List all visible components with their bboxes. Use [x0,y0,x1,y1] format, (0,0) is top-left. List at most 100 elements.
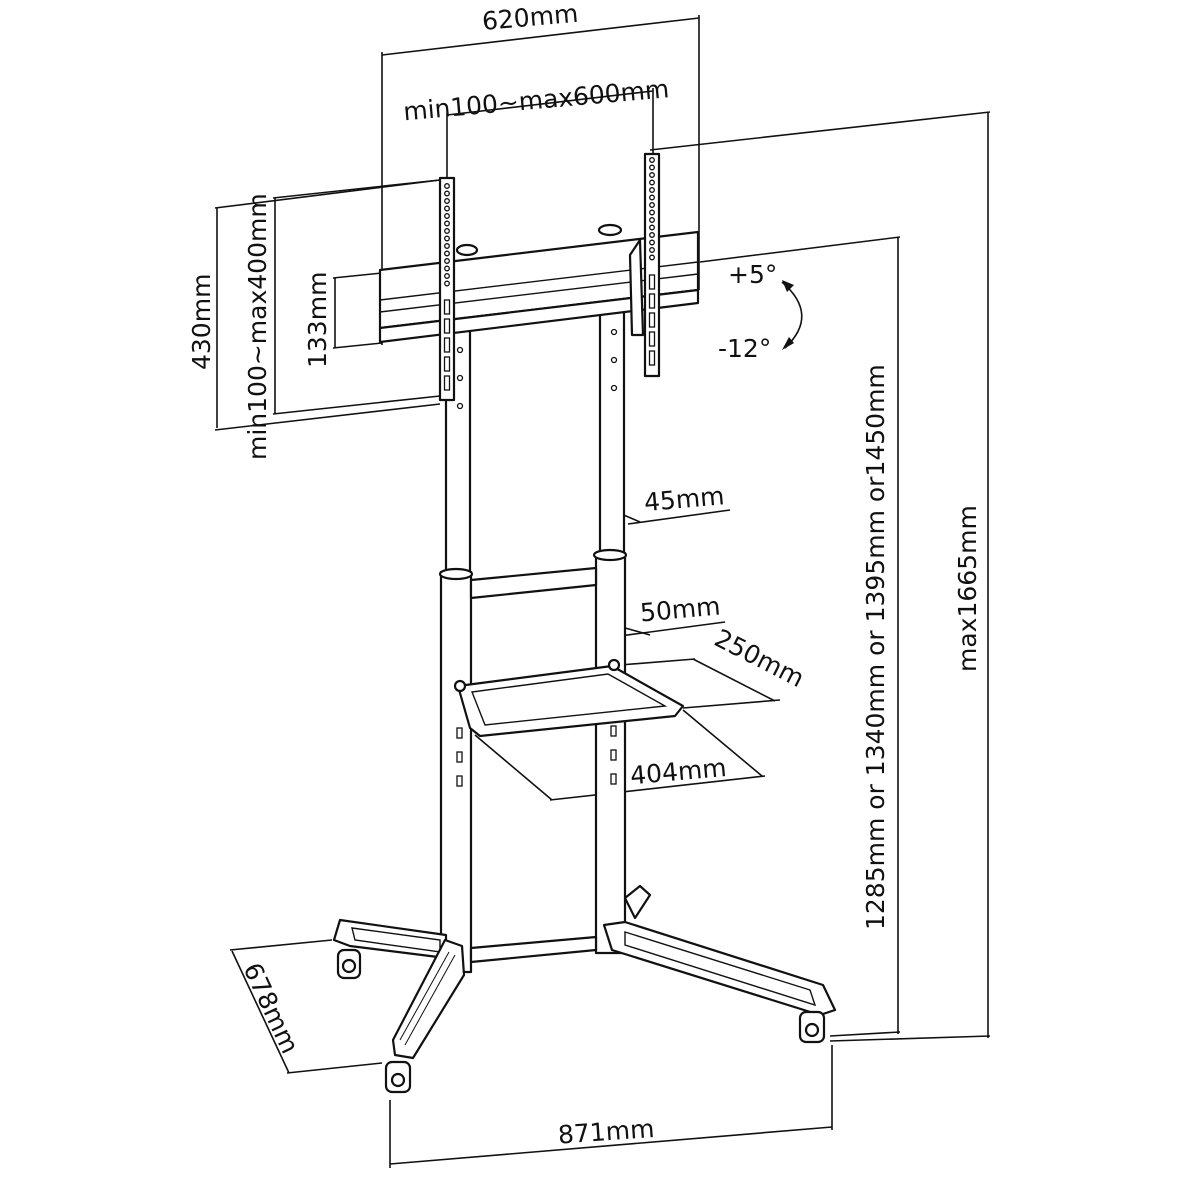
pole-hole [456,346,464,354]
bracket-slot [648,293,656,309]
bracket-hole [444,250,450,257]
bracket-slot [648,331,656,347]
bracket-hole [444,220,450,227]
shelf-inner [471,673,668,726]
dim-max-bottom-ext [829,1035,991,1042]
dim-250-line [692,658,776,702]
left-vesa-bracket [438,176,456,402]
label-678mm: 678mm [238,958,305,1058]
middle-crossbar [469,566,598,600]
dim-250-top-ext [619,658,696,666]
back-right-leg-stub [623,884,652,920]
leg-groove [404,954,456,1046]
bracket-hole [444,280,450,287]
dim-404-right-ext [682,709,763,777]
bracket-holes [443,157,656,391]
left-pole-collar [438,567,474,581]
tilt-arrow-up-icon [782,280,794,292]
pole-holes [456,328,618,787]
bracket-hole [649,254,655,261]
label-133mm: 133mm [303,272,332,368]
dim-center-bottom-ext [829,1031,901,1037]
bracket-hole [444,258,450,264]
dim-678-bottom-ext [286,1062,383,1074]
pole-hole [610,384,618,392]
bracket-slot [443,356,451,372]
bracket-hole [444,190,450,197]
dim-vesa-v-top-ext [272,179,441,199]
right-vesa-bracket [628,152,661,378]
dim-133-top-ext [332,272,383,279]
caster-wheel [390,1072,406,1088]
shelf-hook-left [453,679,467,693]
bracket-hole [444,205,450,212]
label-max-height: max1665mm [953,505,982,672]
left-lower-pole [439,570,473,974]
tilt-arrow-down-icon [782,337,794,350]
bracket-hole [649,202,655,208]
bracket-hole [444,213,450,219]
bracket-hole [649,239,655,246]
label-tilt-down: -12° [718,334,771,363]
right-upper-pole [598,308,626,557]
label-tilt-up: +5° [728,260,777,289]
bracket-hole [444,235,450,242]
right-bracket-arm [643,152,661,378]
bracket-slot [648,350,656,366]
front-left-leg [384,938,466,1094]
dim-max-top-ext [649,111,991,151]
rail-knob-right [597,223,623,237]
pole-slot [610,725,617,737]
back-left-leg [332,918,448,980]
front-left-leg-body [391,938,466,1060]
dimension-labels: 620mm min100~max600mm 430mm min100~max40… [187,0,982,1150]
bracket-hole [444,183,450,189]
left-pole [438,328,474,974]
bracket-slot [443,318,451,334]
bracket-hole [444,273,450,279]
label-430mm: 430mm [187,274,216,370]
pole-hole [610,356,618,364]
shelf-hook-right [607,658,621,672]
label-50mm: 50mm [639,592,722,628]
pole-hole [456,374,464,382]
label-404mm: 404mm [629,753,728,790]
bracket-slot [443,299,451,315]
pole-hole [610,328,618,336]
dim-133-bottom-ext [332,342,383,349]
label-center-height: 1285mm or 1340mm or 1395mm or1450mm [861,364,890,930]
caster-wheel [341,958,357,974]
bracket-hole [649,217,655,223]
right-leg [602,884,837,1044]
bracket-hole [649,187,655,193]
rail-lower-lip [378,288,700,344]
label-45mm: 45mm [643,481,726,517]
right-pole [592,308,628,955]
pole-slot [456,727,463,739]
dim-678-top-ext [229,939,333,951]
label-250mm: 250mm [710,623,809,693]
dim-678-line [231,950,290,1074]
dim-45-line [627,509,731,525]
mounting-rail [378,223,700,344]
right-leg-slot [624,931,817,1007]
bracket-hole [649,247,655,253]
bracket-hole [649,232,655,238]
bracket-hole [444,228,450,234]
bracket-hole [649,194,655,201]
dim-vesa-v-bottom-ext [272,395,441,415]
leg-groove [399,951,450,1041]
bracket-slot [443,375,451,391]
shelf [453,658,685,738]
dim-620-line [381,17,700,56]
label-871mm: 871mm [557,1114,655,1150]
bracket-slot [443,337,451,353]
dim-430-bottom-ext [214,403,441,431]
shelf-frame [456,664,685,738]
rail-knob-left [455,243,479,257]
tilt-arc [781,281,803,349]
caster-wheel [804,1022,820,1038]
dim-404-line [549,775,766,801]
dimension-lines [214,15,991,1168]
